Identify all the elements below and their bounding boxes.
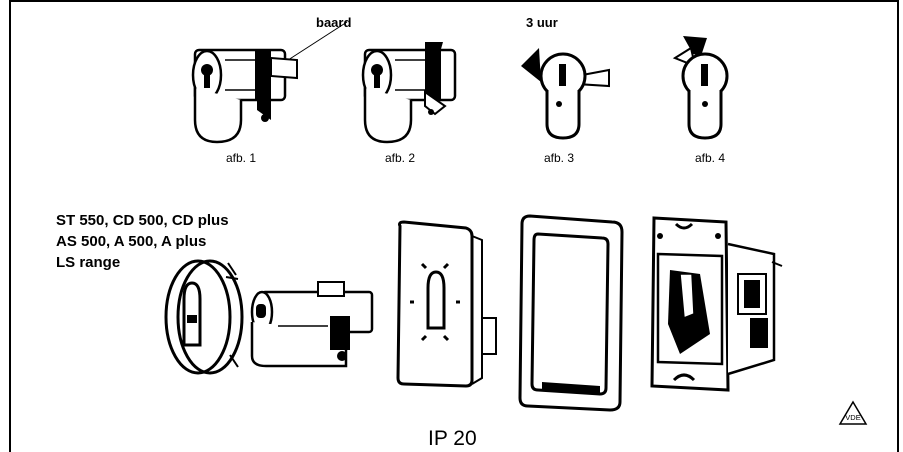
ip-rating: IP 20 xyxy=(428,427,477,450)
caption-afb-1: afb. 1 xyxy=(226,151,257,165)
switch-insert-illustration xyxy=(650,216,783,392)
page-frame xyxy=(9,0,899,452)
vde-certification-icon: VDE xyxy=(838,400,868,425)
figure-afb-1 xyxy=(191,21,348,144)
callout-3-uur: 3 uur xyxy=(526,15,558,30)
model-line-3: LS range xyxy=(56,254,121,271)
caption-afb-2: afb. 2 xyxy=(385,151,416,165)
figure-afb-2 xyxy=(361,42,457,144)
product-model-list: ST 550, CD 500, CD plus AS 500, A 500, A… xyxy=(56,210,229,273)
caption-afb-4: afb. 4 xyxy=(695,151,726,165)
ring-rosette-illustration xyxy=(164,259,244,375)
caption-afb-3: afb. 3 xyxy=(544,151,575,165)
callout-baard: baard xyxy=(316,15,352,30)
model-line-1: ST 550, CD 500, CD plus xyxy=(56,212,229,229)
lock-cylinder-illustration xyxy=(250,281,374,368)
key-cover-plate-illustration xyxy=(396,220,497,388)
model-line-2: AS 500, A 500, A plus xyxy=(56,233,207,250)
vde-mark-text: VDE xyxy=(845,413,860,422)
figure-afb-4 xyxy=(672,36,729,140)
figure-afb-3 xyxy=(521,48,610,140)
cover-frame-illustration xyxy=(518,214,624,412)
